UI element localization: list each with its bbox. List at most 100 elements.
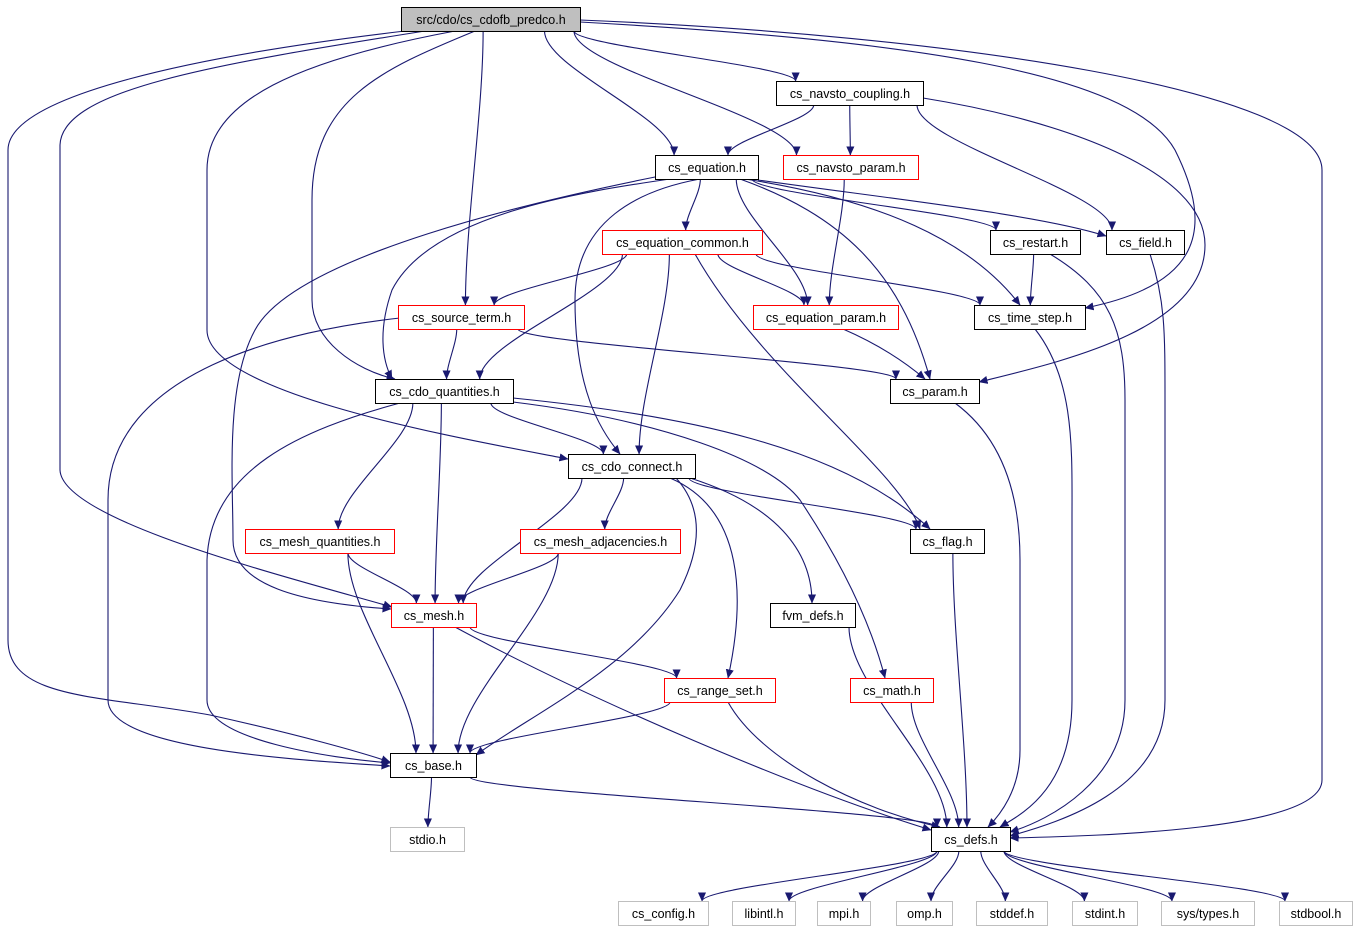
node-navsto-param[interactable]: cs_navsto_param.h [783,155,919,180]
node-mesh[interactable]: cs_mesh.h [391,603,477,628]
edge-navsto_coupling-to-param [922,97,1206,384]
node-label: cs_equation_param.h [766,311,886,325]
node-box [1072,901,1138,926]
edge-equation-to-restart [751,178,1000,231]
node-label: cs_navsto_coupling.h [790,87,910,101]
node-box [1161,901,1255,926]
node-label: mpi.h [829,907,860,921]
node-base[interactable]: cs_base.h [390,753,477,778]
node-box [664,678,776,703]
edge-equation-to-field [757,179,1107,238]
edge-defs-to-libintl [785,850,938,902]
node-navsto-coupling[interactable]: cs_navsto_coupling.h [776,81,924,106]
edge-root-to-cdo_quantities [311,30,476,382]
node-time-step[interactable]: cs_time_step.h [974,305,1086,330]
edge-equation-to-cdo_quantities [382,178,671,380]
node-box [850,678,934,703]
edge-mesh_adjacencies-to-base [454,552,559,754]
edge-mesh_quantities-to-mesh [347,552,421,604]
node-label: omp.h [907,907,942,921]
edge-cdo_quantities-to-flag [512,397,931,530]
node-libintl: libintl.h [732,901,796,926]
edge-equation_common-to-equation_param [717,253,808,306]
edge-time_step-to-defs [999,328,1073,828]
node-source-term[interactable]: cs_source_term.h [398,305,525,330]
edge-base-to-defs [469,776,941,828]
edge-equation_common-to-source_term [490,253,628,306]
node-flag[interactable]: cs_flag.h [910,529,985,554]
edge-root-to-mesh [59,30,426,609]
node-box [770,603,856,628]
node-box [520,529,681,554]
file-nodes: src/cdo/cs_cdofb_predco.h cs_navsto_coupl… [245,7,1353,926]
edge-equation-to-time_step [744,178,1021,306]
edge-cdo_connect-to-mesh_adjacencies [600,477,625,530]
edge-cdo_connect-to-flag [688,477,920,530]
edge-root-to-equation [543,30,679,156]
dependency-edges [7,19,1323,902]
edge-cdo_quantities-to-mesh [431,402,442,604]
edge-equation_common-to-cdo_connect [635,253,670,455]
node-fvm-defs[interactable]: fvm_defs.h [770,603,856,628]
node-box [783,155,919,180]
node-defs[interactable]: cs_defs.h [931,827,1011,852]
edge-navsto_coupling-to-navsto_param [846,104,855,156]
node-label: cs_mesh.h [404,609,464,623]
node-param[interactable]: cs_param.h [890,379,980,404]
node-stddef: stddef.h [976,901,1048,926]
node-label: stdbool.h [1291,907,1342,921]
edge-cdo_quantities-to-mesh_quantities [334,402,414,530]
node-box [391,603,477,628]
edge-equation-to-mesh [231,175,661,613]
node-label: stdint.h [1085,907,1125,921]
node-stdint: stdint.h [1072,901,1138,926]
node-box [401,7,581,32]
node-box [390,827,465,852]
node-label: cs_source_term.h [412,311,511,325]
edge-navsto_coupling-to-equation [723,104,815,156]
node-stdio: stdio.h [390,827,465,852]
edge-equation-to-equation_param [735,178,812,306]
node-mpi: mpi.h [817,901,871,926]
node-box [910,529,985,554]
node-mesh-quantities[interactable]: cs_mesh_quantities.h [245,529,395,554]
node-box [974,305,1086,330]
node-label: cs_range_set.h [677,684,763,698]
node-box [732,901,796,926]
node-label: cs_time_step.h [988,311,1072,325]
edge-source_term-to-param [517,328,900,380]
node-cdo-quantities[interactable]: cs_cdo_quantities.h [375,379,514,404]
edge-equation_common-to-flag [694,253,922,530]
node-equation-common[interactable]: cs_equation_common.h [602,230,763,255]
edge-field-to-defs [1009,253,1166,838]
node-cdo-connect[interactable]: cs_cdo_connect.h [568,454,696,479]
edge-cdo_quantities-to-base [206,402,401,767]
node-box [890,379,980,404]
node-label: cs_defs.h [944,833,998,847]
edge-defs-to-mpi [858,850,940,902]
edge-mesh-to-range_set [469,626,681,679]
node-range-set[interactable]: cs_range_set.h [664,678,776,703]
node-math[interactable]: cs_math.h [850,678,934,703]
edge-root-to-navsto_param [573,30,801,156]
edge-defs-to-stddef [980,850,1010,902]
node-config: cs_config.h [618,901,709,926]
node-label: fvm_defs.h [782,609,843,623]
node-equation[interactable]: cs_equation.h [655,155,759,180]
node-mesh-adjacencies[interactable]: cs_mesh_adjacencies.h [520,529,681,554]
node-label: src/cdo/cs_cdofb_predco.h [416,13,565,27]
node-label: cs_restart.h [1003,236,1068,250]
node-label: cs_field.h [1119,236,1172,250]
edge-range_set-to-defs [727,701,941,830]
edge-root-to-defs [579,19,1323,842]
node-equation-param[interactable]: cs_equation_param.h [753,305,899,330]
edge-source_term-to-cdo_quantities [442,328,458,380]
node-label: cs_param.h [902,385,967,399]
edge-equation-to-param [739,178,932,380]
edge-cdo_quantities-to-cdo_connect [490,402,608,455]
node-label: cs_mesh_adjacencies.h [534,535,667,549]
node-label: cs_math.h [863,684,921,698]
node-field[interactable]: cs_field.h [1106,230,1185,255]
node-restart[interactable]: cs_restart.h [990,230,1081,255]
node-box [602,230,763,255]
